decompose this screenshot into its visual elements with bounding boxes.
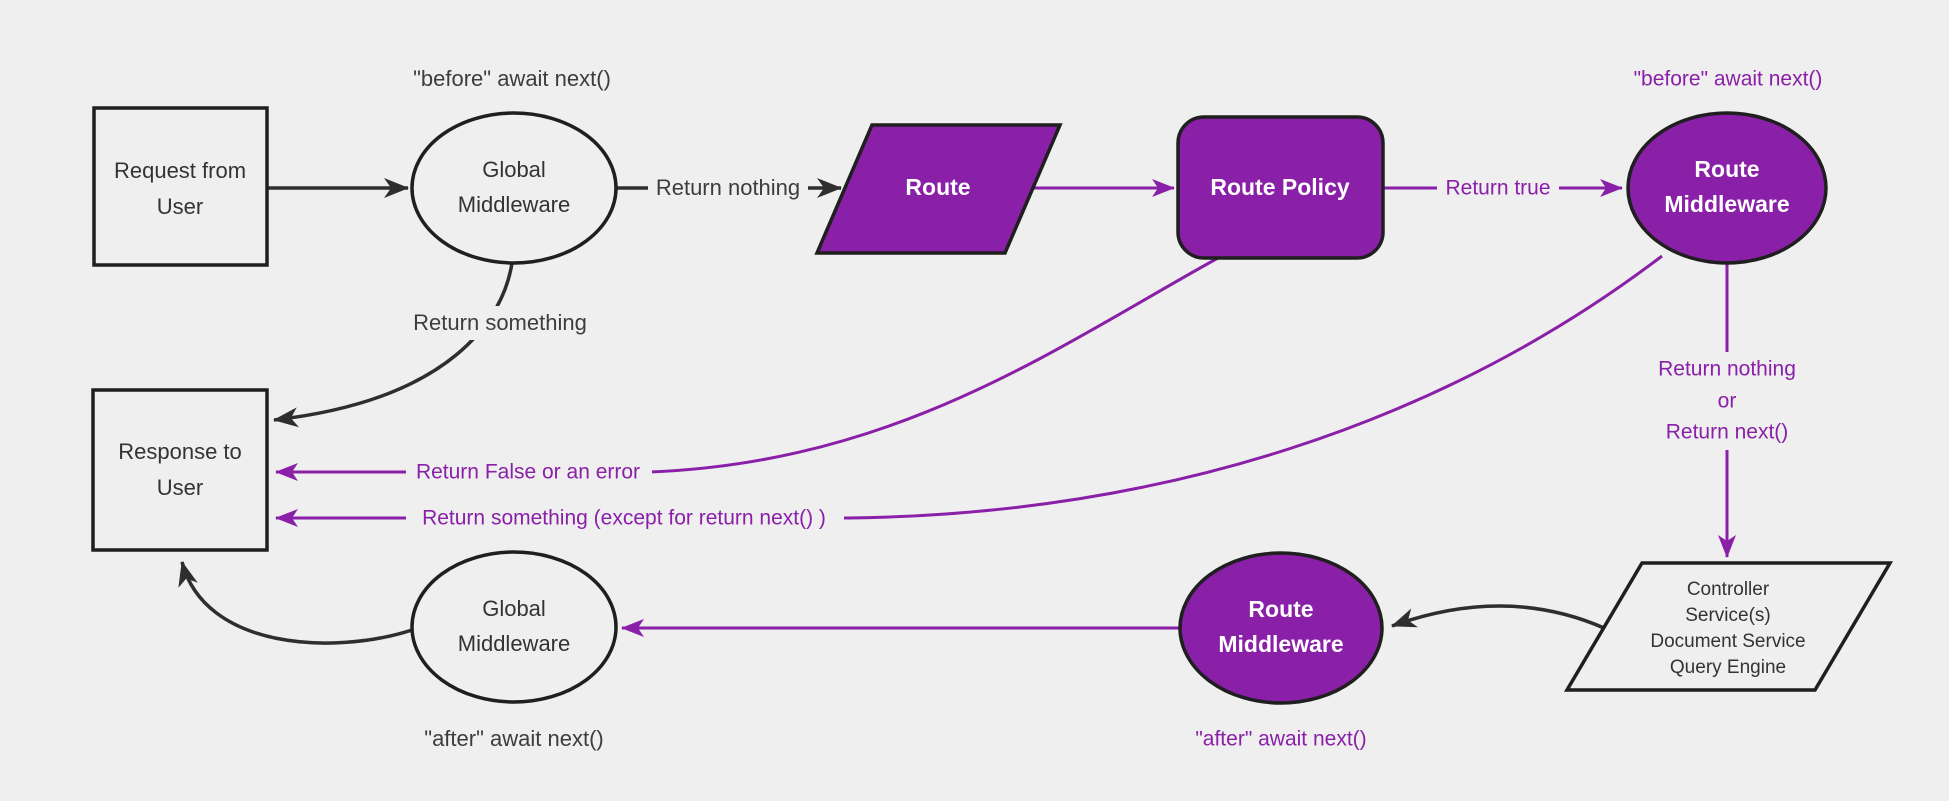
label-return-false-or-error: Return False or an error xyxy=(416,461,640,484)
node-route-middleware-bottom: Route Middleware xyxy=(1178,551,1384,705)
controller-label-line1: Controller xyxy=(1687,579,1770,600)
global-middleware-top-ellipse xyxy=(410,111,618,265)
response-to-user-box xyxy=(91,388,269,552)
label-return-nothing-or-line2: or xyxy=(1718,390,1737,413)
edge-route-middleware-return-something-except xyxy=(275,254,1663,527)
controller-label-line2: Service(s) xyxy=(1685,605,1771,626)
route-middleware-top-label-line1: Route xyxy=(1694,156,1759,182)
node-route: Route xyxy=(814,123,1063,255)
label-return-something: Return something xyxy=(413,310,587,335)
node-response-to-user: Response to User xyxy=(91,388,269,552)
global-middleware-top-label-line1: Global xyxy=(482,157,546,182)
global-middleware-bottom-label-line2: Middleware xyxy=(458,631,571,656)
node-global-middleware-bottom: Global Middleware xyxy=(410,550,618,704)
node-route-policy: Route Policy xyxy=(1176,115,1385,260)
request-from-user-box xyxy=(92,106,269,267)
controller-label-line4: Query Engine xyxy=(1670,657,1786,678)
label-return-something-except: Return something (except for return next… xyxy=(422,507,826,530)
controller-label-line3: Document Service xyxy=(1650,631,1805,652)
global-middleware-bottom-ellipse xyxy=(410,550,618,704)
route-parallelogram xyxy=(814,123,1063,255)
request-from-user-label-line2: User xyxy=(157,194,203,219)
edge-route-policy-return-false xyxy=(275,256,1219,481)
label-return-true: Return true xyxy=(1445,177,1550,200)
route-middleware-bottom-ellipse xyxy=(1178,551,1384,705)
response-to-user-label-line1: Response to xyxy=(118,439,242,464)
label-return-nothing-or-line3: Return next() xyxy=(1666,421,1789,444)
label-mask xyxy=(1637,352,1817,450)
node-global-middleware-top: Global Middleware xyxy=(410,111,618,265)
response-to-user-label-line2: User xyxy=(157,475,203,500)
route-policy-box xyxy=(1176,115,1385,260)
route-middleware-bottom-label-line1: Route xyxy=(1248,596,1313,622)
label-mask xyxy=(1437,172,1559,204)
edge-controller-to-route-middleware-bottom xyxy=(1391,604,1605,630)
global-middleware-bottom-label-line1: Global xyxy=(482,596,546,621)
route-middleware-top-ellipse xyxy=(1626,111,1828,265)
label-after-await-next-right: "after" await next() xyxy=(1195,728,1366,751)
global-middleware-top-label-line2: Middleware xyxy=(458,192,571,217)
edge-global-middleware-bottom-to-response xyxy=(178,561,413,645)
label-before-await-next-right: "before" await next() xyxy=(1634,68,1823,91)
label-after-await-next-left: "after" await next() xyxy=(424,726,603,751)
route-middleware-top-label-line2: Middleware xyxy=(1664,191,1789,217)
request-from-user-label-line1: Request from xyxy=(114,158,246,183)
route-policy-label: Route Policy xyxy=(1210,174,1350,200)
label-mask xyxy=(648,172,808,204)
node-request-from-user: Request from User xyxy=(92,106,269,267)
label-return-nothing: Return nothing xyxy=(656,175,800,200)
controller-parallelogram xyxy=(1563,561,1894,692)
edge-global-middleware-return-something xyxy=(273,262,514,428)
node-route-middleware-top: Route Middleware xyxy=(1626,111,1828,265)
node-controller-stack: Controller Service(s) Document Service Q… xyxy=(1563,561,1894,692)
route-label: Route xyxy=(905,174,970,200)
label-mask xyxy=(406,456,652,488)
route-middleware-bottom-label-line2: Middleware xyxy=(1218,631,1343,657)
label-mask xyxy=(406,306,596,340)
label-before-await-next-top: "before" await next() xyxy=(413,66,611,91)
label-mask xyxy=(406,502,844,534)
label-return-nothing-or-line1: Return nothing xyxy=(1658,358,1796,381)
